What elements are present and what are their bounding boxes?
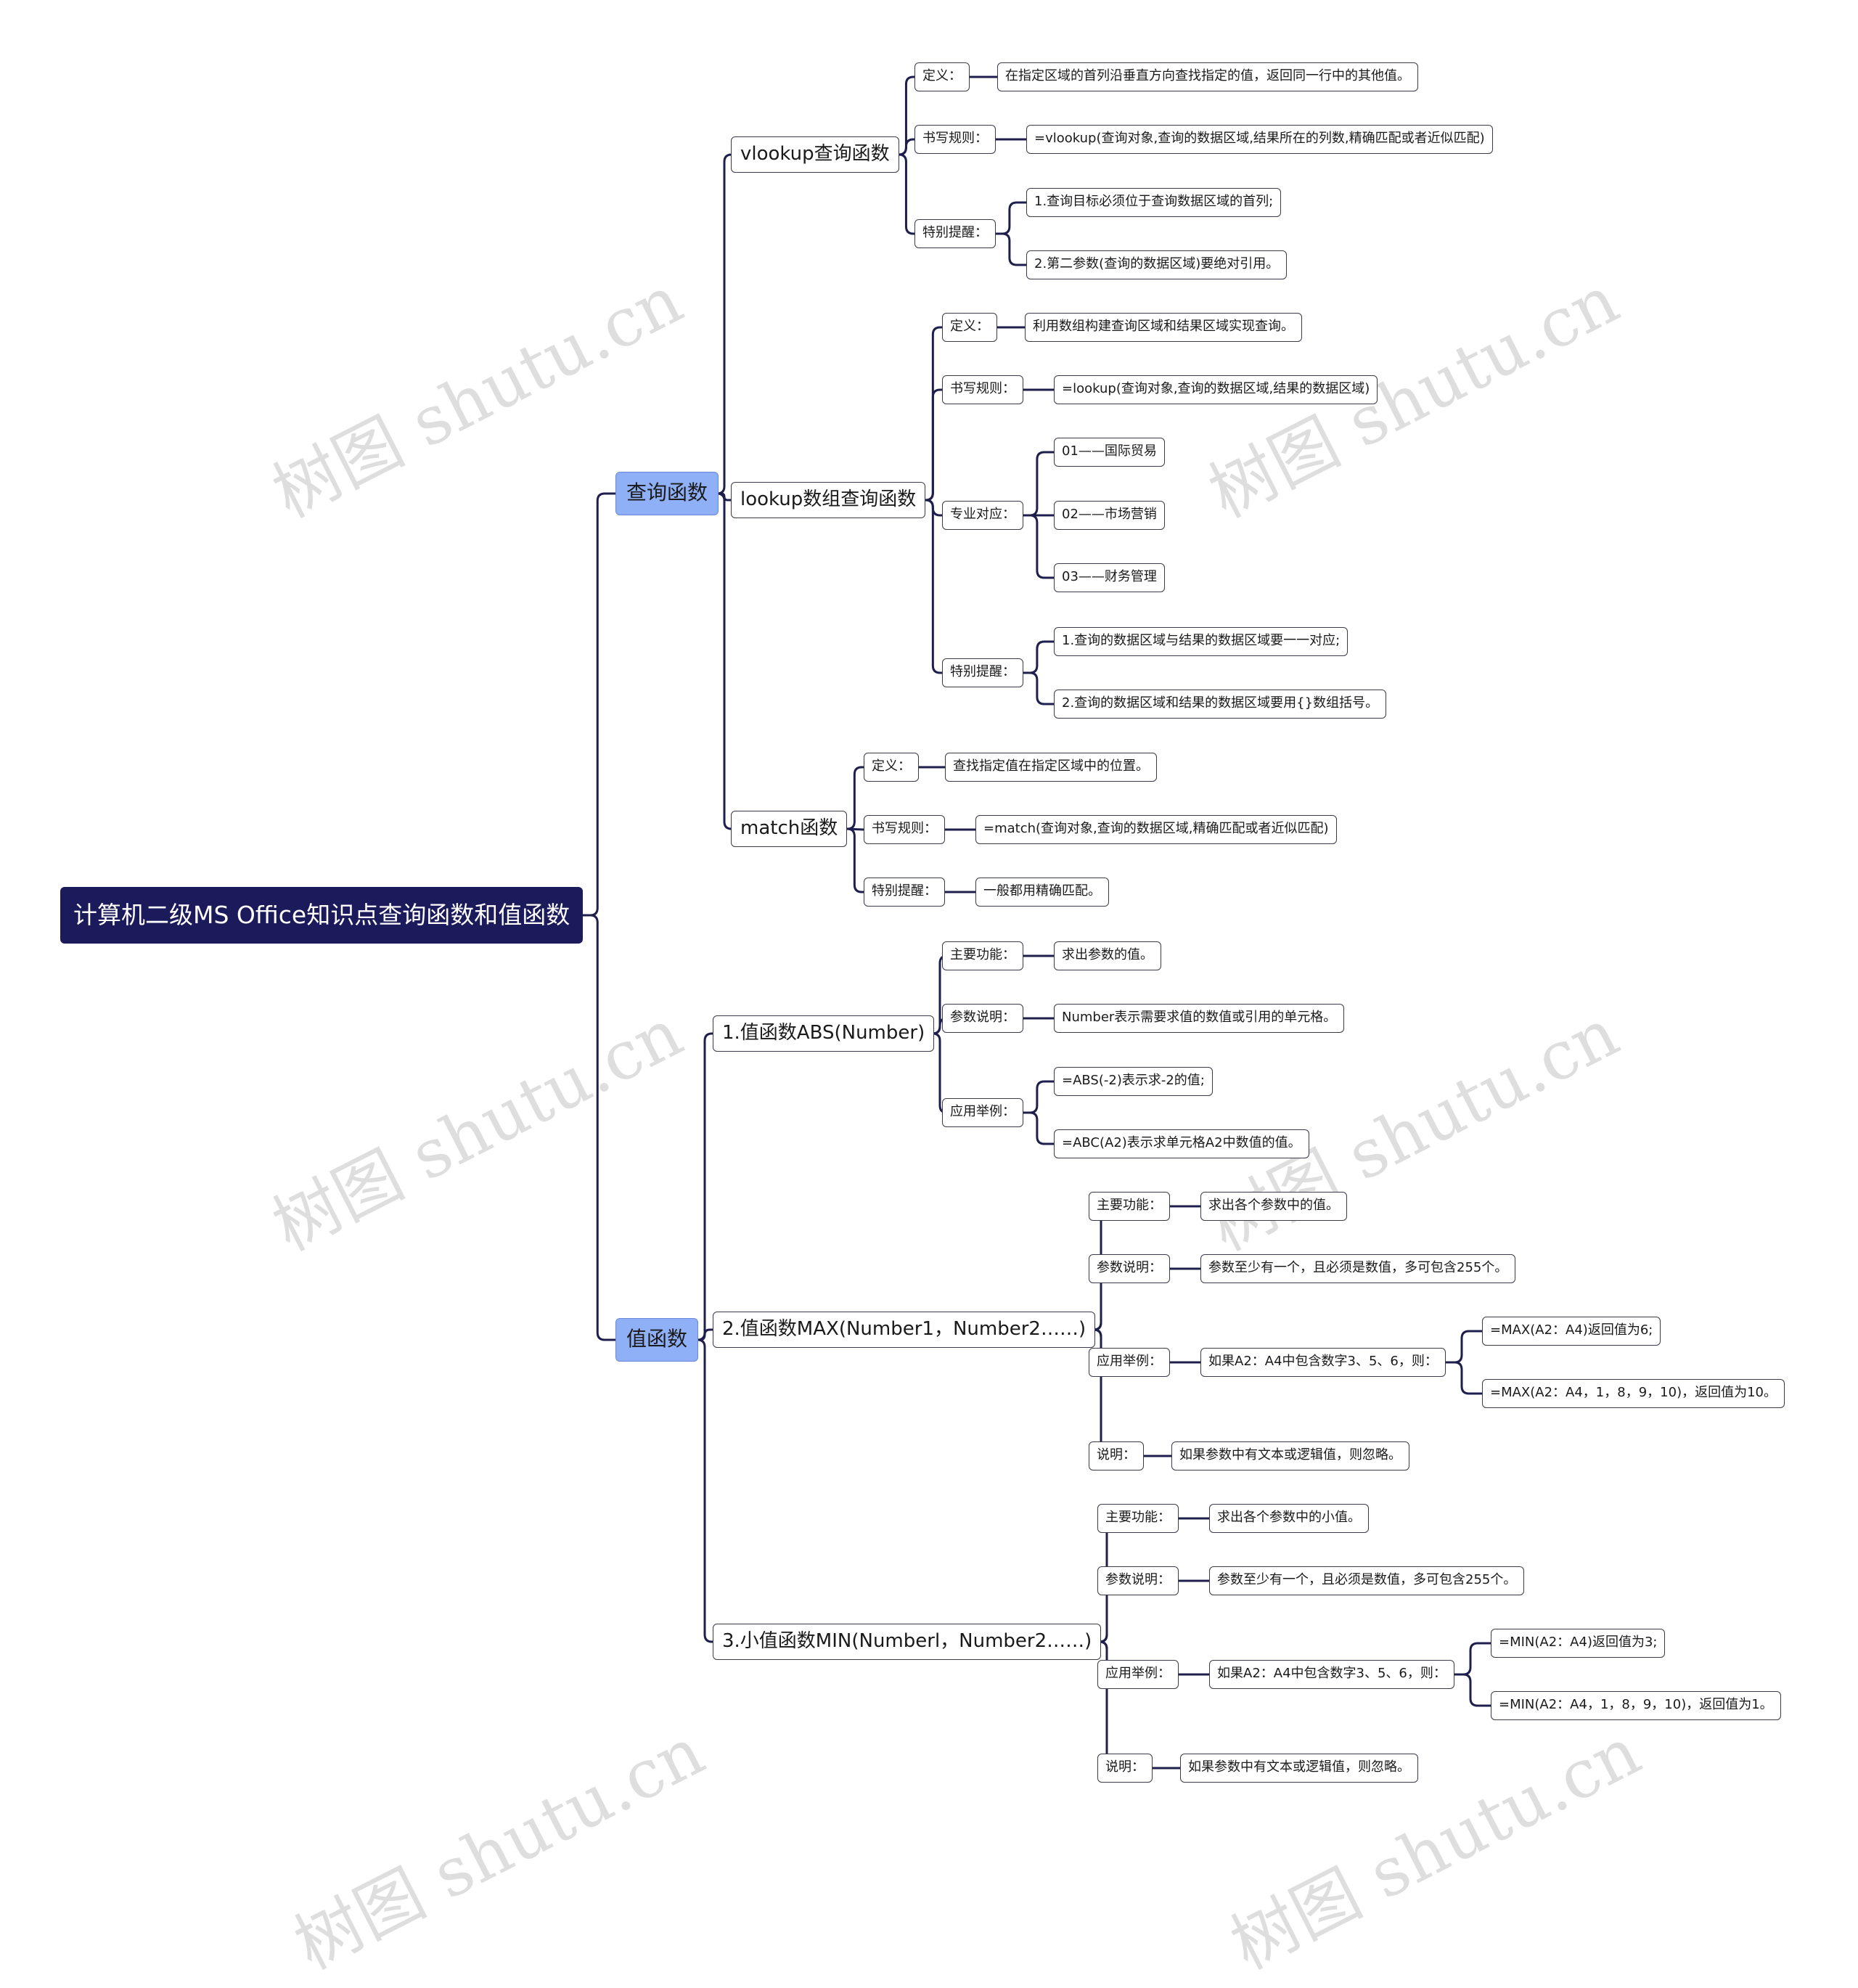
connector-line (1023, 1111, 1054, 1145)
match-definition-text[interactable]: 查找指定值在指定区域中的位置。 (945, 753, 1157, 782)
max-example-condition[interactable]: 如果A2：A4中包含数字3、5、6，则： (1200, 1348, 1446, 1377)
connector-line (1454, 1642, 1491, 1676)
topic-match[interactable]: match函数 (731, 811, 848, 847)
min-function-label[interactable]: 主要功能： (1097, 1504, 1179, 1533)
max-example-2[interactable]: =MAX(A2：A4，1，8，9，10)，返回值为10。 (1482, 1379, 1785, 1408)
min-note-label[interactable]: 说明： (1097, 1754, 1153, 1783)
connector-line (1023, 640, 1054, 674)
lookup-note-label[interactable]: 特别提醒： (942, 658, 1023, 687)
max-param-label[interactable]: 参数说明： (1089, 1254, 1170, 1283)
match-note-label[interactable]: 特别提醒： (864, 878, 945, 907)
max-function-label[interactable]: 主要功能： (1089, 1192, 1170, 1221)
lookup-definition-label[interactable]: 定义： (942, 313, 997, 342)
connector-line (925, 499, 942, 674)
lookup-rule-text[interactable]: =lookup(查询对象,查询的数据区域,结果的数据区域) (1054, 375, 1378, 404)
connector-line (925, 388, 942, 502)
min-example-2[interactable]: =MIN(A2：A4，1，8，9，10)，返回值为1。 (1491, 1691, 1781, 1720)
topic-lookup[interactable]: lookup数组查询函数 (731, 482, 926, 518)
vlookup-note-1[interactable]: 1.查询目标必须位于查询数据区域的首列; (1026, 188, 1282, 217)
connector-line (1023, 671, 1054, 705)
connector-line (996, 201, 1026, 235)
connector-line (1446, 1330, 1482, 1364)
connector-line (1454, 1673, 1491, 1707)
max-param-text[interactable]: 参数至少有一个，且必须是数值，多可包含255个。 (1200, 1254, 1516, 1283)
connector-line (716, 153, 732, 495)
max-function-text[interactable]: 求出各个参数中的值。 (1200, 1192, 1347, 1221)
connector-line (583, 914, 615, 1341)
connector-line (1446, 1361, 1482, 1395)
lookup-major-2[interactable]: 02——市场营销 (1054, 501, 1165, 530)
max-example-1[interactable]: =MAX(A2：A4)返回值为6; (1482, 1317, 1661, 1346)
abs-function-label[interactable]: 主要功能： (942, 941, 1023, 970)
connector-line (1023, 1080, 1054, 1114)
connector-line (1023, 514, 1054, 579)
match-rule-label[interactable]: 书写规则： (864, 815, 945, 844)
lookup-major-1[interactable]: 01——国际贸易 (1054, 438, 1165, 467)
min-function-text[interactable]: 求出各个参数中的小值。 (1209, 1504, 1369, 1533)
connector-line (697, 1032, 713, 1341)
root-node[interactable]: 计算机二级MS Office知识点查询函数和值函数 (60, 887, 584, 944)
match-definition-label[interactable]: 定义： (864, 753, 919, 782)
branch-value-functions[interactable]: 值函数 (615, 1318, 699, 1362)
abs-example-1[interactable]: =ABS(-2)表示求-2的值; (1054, 1067, 1213, 1096)
lookup-note-2[interactable]: 2.查询的数据区域和结果的数据区域要用{}数组括号。 (1054, 690, 1387, 719)
connector-line (899, 138, 914, 156)
lookup-rule-label[interactable]: 书写规则： (942, 375, 1023, 404)
lookup-major-label[interactable]: 专业对应： (942, 501, 1023, 530)
min-note-text[interactable]: 如果参数中有文本或逻辑值，则忽略。 (1180, 1754, 1418, 1783)
abs-function-text[interactable]: 求出参数的值。 (1054, 941, 1161, 970)
topic-min[interactable]: 3.小值函数MIN(Numberl，Number2……) (713, 1624, 1102, 1660)
topic-vlookup[interactable]: vlookup查询函数 (731, 136, 899, 173)
connector-line (697, 1338, 713, 1643)
connector-line (847, 766, 864, 830)
vlookup-rule-text[interactable]: =vlookup(查询对象,查询的数据区域,结果所在的列数,精确匹配或者近似匹配… (1026, 125, 1493, 154)
abs-param-text[interactable]: Number表示需要求值的数值或引用的单元格。 (1054, 1004, 1345, 1033)
vlookup-definition-label[interactable]: 定义： (914, 62, 970, 91)
vlookup-note-2[interactable]: 2.第二参数(查询的数据区域)要绝对引用。 (1026, 250, 1288, 279)
connector-line (996, 232, 1026, 266)
connector-line (583, 492, 615, 917)
max-note-label[interactable]: 说明： (1089, 1441, 1144, 1470)
connector-line (1023, 451, 1054, 517)
connector-lines (583, 75, 1491, 1770)
connector-line (899, 153, 914, 235)
connector-line (716, 492, 732, 830)
abs-example-2[interactable]: =ABC(A2)表示求单元格A2中数值的值。 (1054, 1129, 1309, 1158)
min-example-label[interactable]: 应用举例： (1097, 1660, 1179, 1689)
connector-line (847, 827, 864, 893)
min-param-text[interactable]: 参数至少有一个，且必须是数值，多可包含255个。 (1209, 1566, 1525, 1595)
lookup-note-1[interactable]: 1.查询的数据区域与结果的数据区域要一一对应; (1054, 627, 1349, 656)
abs-param-label[interactable]: 参数说明： (942, 1004, 1023, 1033)
topic-max[interactable]: 2.值函数MAX(Number1，Number2……) (713, 1312, 1096, 1348)
max-example-label[interactable]: 应用举例： (1089, 1348, 1170, 1377)
vlookup-definition-text[interactable]: 在指定区域的首列沿垂直方向查找指定的值，返回同一行中的其他值。 (997, 62, 1418, 91)
vlookup-note-label[interactable]: 特别提醒： (914, 219, 996, 248)
match-rule-text[interactable]: =match(查询对象,查询的数据区域,精确匹配或者近似匹配) (975, 815, 1337, 844)
vlookup-rule-label[interactable]: 书写规则： (914, 125, 996, 154)
min-example-condition[interactable]: 如果A2：A4中包含数字3、5、6，则： (1209, 1660, 1454, 1689)
lookup-definition-text[interactable]: 利用数组构建查询区域和结果区域实现查询。 (1025, 313, 1302, 342)
min-param-label[interactable]: 参数说明： (1097, 1566, 1179, 1595)
topic-abs[interactable]: 1.值函数ABS(Number) (713, 1015, 935, 1052)
min-example-1[interactable]: =MIN(A2：A4)返回值为3; (1491, 1629, 1666, 1658)
max-note-text[interactable]: 如果参数中有文本或逻辑值，则忽略。 (1171, 1441, 1409, 1470)
branch-lookup-functions[interactable]: 查询函数 (615, 472, 719, 515)
abs-example-label[interactable]: 应用举例： (942, 1098, 1023, 1127)
match-note-text[interactable]: 一般都用精确匹配。 (975, 878, 1109, 907)
lookup-major-3[interactable]: 03——财务管理 (1054, 563, 1165, 592)
